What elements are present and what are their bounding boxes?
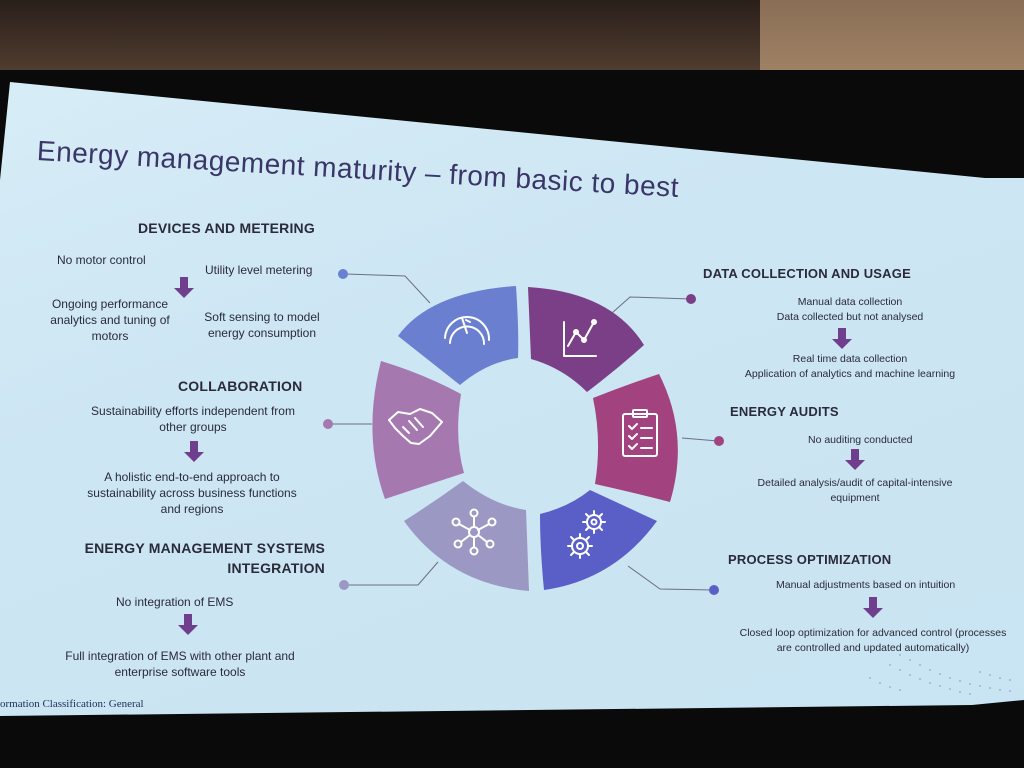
segment-process <box>540 490 657 590</box>
process-to-line2: are controlled and updated automatically… <box>776 642 970 654</box>
gauge-icon <box>444 316 491 345</box>
devices-soft-sensing: Soft sensing to model energy consumption <box>197 309 327 341</box>
audits-from: No auditing conducted <box>808 434 913 446</box>
devices-heading: DEVICES AND METERING <box>138 220 315 236</box>
dot-collaboration <box>323 419 333 429</box>
audits-to-line1: Detailed analysis/audit of capital-inten… <box>757 477 953 489</box>
segment-audits <box>593 374 678 502</box>
dot-pattern <box>869 654 1011 695</box>
audits-heading: ENERGY AUDITS <box>730 404 839 419</box>
dot-process <box>709 585 719 595</box>
connector-process <box>627 565 715 591</box>
connector-data <box>611 296 692 314</box>
connector-audits <box>681 437 719 442</box>
dot-audits <box>714 436 724 446</box>
devices-soft-line1: Soft sensing to model <box>204 310 320 324</box>
process-to: Closed loop optimization for advanced co… <box>728 626 1018 656</box>
dot-devices <box>338 269 348 279</box>
audits-to: Detailed analysis/audit of capital-inten… <box>755 476 955 506</box>
classification-footer: ormation Classification: General <box>0 698 144 710</box>
audits-to-line2: equipment <box>830 492 880 504</box>
data-collection-from: Manual data collection Data collected bu… <box>740 295 960 325</box>
process-heading: PROCESS OPTIMIZATION <box>728 552 892 567</box>
handshake-icon <box>388 408 443 445</box>
data-from-line1: Manual data collection <box>797 296 903 308</box>
connector-devices <box>345 273 431 304</box>
ems-to: Full integration of EMS with other plant… <box>30 648 330 680</box>
process-from: Manual adjustments based on intuition <box>776 579 956 591</box>
collaboration-to: A holistic end-to-end approach to sustai… <box>62 469 322 517</box>
connector-ems <box>344 561 439 586</box>
devices-ongoing-line2: analytics and tuning of <box>50 313 170 327</box>
dot-data <box>686 294 696 304</box>
line-chart-icon <box>563 319 597 357</box>
devices-no-motor-control: No motor control <box>57 253 146 267</box>
ems-from: No integration of EMS <box>116 595 234 609</box>
data-to-line2: Application of analytics and machine lea… <box>744 368 956 380</box>
collaboration-heading: COLLABORATION <box>178 378 303 394</box>
gears-icon <box>567 510 606 559</box>
segment-ems <box>404 481 529 591</box>
collaboration-from: Sustainability efforts independent from … <box>68 403 318 435</box>
devices-ongoing-line1: Ongoing performance <box>51 297 169 311</box>
segment-devices <box>398 286 519 385</box>
collaboration-to-line1: A holistic end-to-end approach to <box>104 470 280 484</box>
clipboard-icon <box>622 409 658 457</box>
process-to-line1: Closed loop optimization for advanced co… <box>739 627 1007 639</box>
data-to-line1: Real time data collection <box>792 353 908 365</box>
data-collection-to: Real time data collection Application of… <box>730 352 970 382</box>
dot-ems <box>339 580 349 590</box>
ems-heading: ENERGY MANAGEMENT SYSTEMS INTEGRATION <box>45 540 325 576</box>
data-from-line2: Data collected but not analysed <box>776 311 924 323</box>
ems-heading-line2: INTEGRATION <box>227 560 325 576</box>
collaboration-from-line2: other groups <box>159 420 227 434</box>
network-icon <box>451 508 497 556</box>
devices-ongoing-line3: motors <box>91 329 129 343</box>
ems-to-line2: enterprise software tools <box>114 665 246 679</box>
collaboration-to-line3: and regions <box>160 502 224 516</box>
devices-utility-metering: Utility level metering <box>205 263 313 277</box>
ems-heading-line1: ENERGY MANAGEMENT SYSTEMS <box>84 540 325 556</box>
ems-to-line1: Full integration of EMS with other plant… <box>65 649 295 663</box>
devices-ongoing-performance: Ongoing performance analytics and tuning… <box>30 296 190 344</box>
collaboration-to-line2: sustainability across business functions <box>87 486 297 500</box>
devices-soft-line2: energy consumption <box>207 326 317 340</box>
connector-dots <box>323 269 724 595</box>
collaboration-from-line1: Sustainability efforts independent from <box>91 404 295 418</box>
segment-collaboration <box>372 361 464 499</box>
data-collection-heading: DATA COLLECTION AND USAGE <box>703 266 911 281</box>
